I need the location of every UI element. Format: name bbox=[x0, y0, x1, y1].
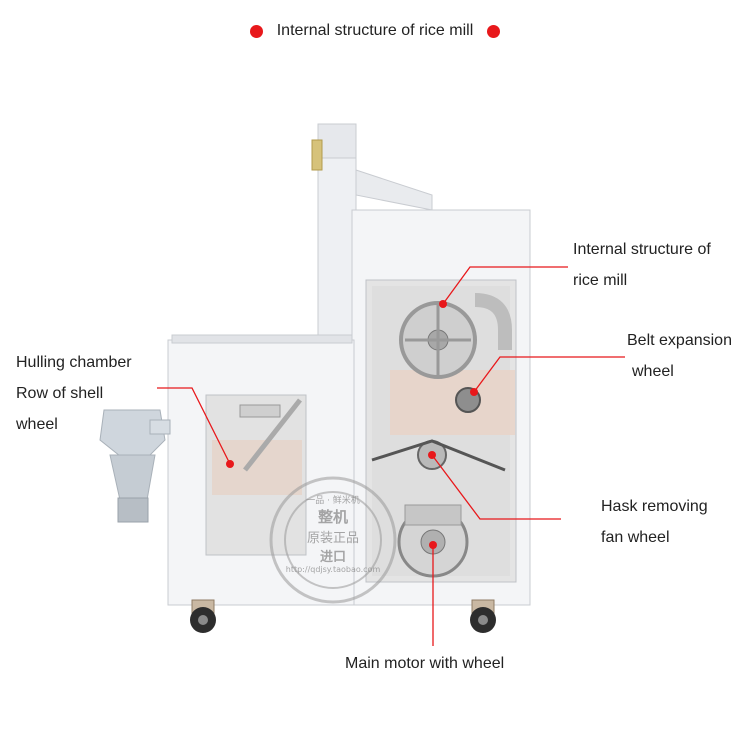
watermark-line-2: 原装正品 bbox=[306, 531, 359, 546]
label-belt-expansion: Belt expansion wheel bbox=[627, 332, 732, 380]
watermark-url: http://qdjsy.taobao.com bbox=[285, 565, 381, 574]
red-dot-icon bbox=[249, 24, 263, 38]
label-hask-removing: Hask removing fan wheel bbox=[601, 498, 708, 546]
callout-line-hulling bbox=[157, 387, 231, 465]
hopper-chute bbox=[355, 169, 433, 211]
callout-line-hask bbox=[431, 454, 561, 520]
title-text: Internal structure of rice mill bbox=[276, 22, 474, 39]
left-caster bbox=[190, 599, 216, 633]
page-title: Internal structure of rice mill bbox=[0, 22, 750, 40]
red-dot-icon bbox=[487, 24, 501, 38]
label-internal-structure: Internal structure of rice mill bbox=[573, 241, 711, 289]
callout-line-belt bbox=[473, 356, 625, 393]
watermark-stamp bbox=[269, 476, 397, 604]
watermark-top: 一品 · 鲜米机 bbox=[306, 496, 360, 506]
hopper-column bbox=[317, 123, 357, 345]
watermark-text: 一品 · 鲜米机 整机 原装正品 进口 http://qdjsy.taobao.… bbox=[281, 493, 385, 574]
callout-line-internal bbox=[442, 266, 568, 305]
label-hulling-chamber: Hulling chamber Row of shell wheel bbox=[16, 354, 132, 433]
right-caster bbox=[470, 599, 496, 633]
watermark-line-1: 整机 bbox=[317, 508, 348, 526]
watermark-line-3: 进口 bbox=[319, 550, 346, 565]
label-main-motor: Main motor with wheel bbox=[345, 655, 505, 672]
